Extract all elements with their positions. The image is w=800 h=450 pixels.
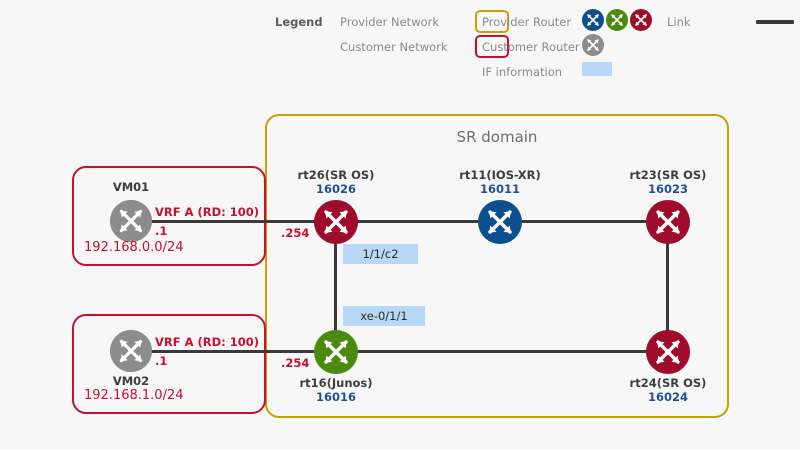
router-rt24[interactable]: rt24(SR OS) 16024 — [630, 330, 706, 404]
router-icon-green — [606, 9, 628, 31]
legend-title: Legend — [275, 15, 323, 29]
rt26-sid: 16026 — [315, 182, 357, 196]
subnet-vm02: 192.168.1.0/24 — [84, 388, 184, 403]
router-rt26[interactable]: rt26(SR OS) 16026 — [298, 168, 374, 244]
vm02-label: VM02 — [112, 374, 150, 388]
rt16-label: rt16(Junos) — [299, 376, 373, 390]
rt26-icon — [314, 200, 358, 244]
customer-router-vm01[interactable]: VM01 — [110, 180, 152, 242]
link-rt16-rt24 — [334, 350, 670, 353]
link-vm01-rt26 — [152, 220, 334, 223]
legend-label-provider-network: Provider Network — [340, 15, 440, 29]
vm01-label: VM01 — [112, 180, 150, 194]
link-rt11-rt23 — [498, 220, 670, 223]
gateway-ip-rt26: .254 — [281, 226, 310, 240]
legend: Legend Provider Network Customer Network… — [275, 6, 795, 86]
rt16-icon — [314, 330, 358, 374]
link-rt23-rt24 — [666, 218, 669, 352]
rt11-label: rt11(IOS-XR) — [459, 168, 541, 182]
link-line-swatch — [756, 20, 794, 24]
router-icon-blue — [582, 9, 604, 31]
legend-label-link: Link — [667, 15, 691, 29]
rt24-icon — [646, 330, 690, 374]
provider-network-swatch — [475, 10, 509, 33]
sr-domain-box: SR domain — [265, 114, 729, 418]
customer-router-icon — [582, 34, 604, 56]
legend-label-customer-network: Customer Network — [340, 40, 448, 54]
link-rt26-rt16 — [334, 218, 337, 352]
customer-router-vm02[interactable]: VM02 — [110, 330, 152, 388]
sr-domain-title: SR domain — [456, 128, 538, 146]
legend-label-customer-router: Customer Router — [482, 40, 580, 54]
router-rt16[interactable]: rt16(Junos) 16016 — [299, 330, 373, 404]
router-rt23[interactable]: rt23(SR OS) 16023 — [630, 168, 706, 244]
gateway-ip-rt16: .254 — [281, 356, 310, 370]
vrf-label-vm02: VRF A (RD: 100) — [155, 335, 260, 349]
if-badge-rt16: xe-0/1/1 — [343, 306, 425, 326]
link-rt26-rt11 — [330, 220, 500, 223]
vm01-icon — [110, 200, 152, 242]
router-rt11[interactable]: rt11(IOS-XR) 16011 — [459, 168, 541, 244]
rt24-sid: 16024 — [647, 390, 689, 404]
rt23-label: rt23(SR OS) — [629, 168, 707, 182]
legend-label-if-information: IF information — [482, 65, 563, 79]
rt23-sid: 16023 — [647, 182, 689, 196]
rt26-label: rt26(SR OS) — [297, 168, 375, 182]
rt24-label: rt24(SR OS) — [629, 376, 707, 390]
link-vm02-rt16 — [152, 350, 334, 353]
rt23-icon — [646, 200, 690, 244]
rt16-sid: 16016 — [315, 390, 357, 404]
host-ip-vm01: .1 — [155, 224, 168, 238]
customer-network-swatch — [475, 35, 509, 58]
host-ip-vm02: .1 — [155, 354, 168, 368]
subnet-vm01: 192.168.0.0/24 — [84, 240, 184, 255]
router-icon-red — [630, 9, 652, 31]
rt11-sid: 16011 — [479, 182, 521, 196]
customer-network-box-vm02 — [72, 314, 266, 414]
if-information-swatch — [582, 62, 612, 76]
if-badge-rt26: 1/1/c2 — [343, 244, 418, 264]
vrf-label-vm01: VRF A (RD: 100) — [155, 205, 260, 219]
rt11-icon — [478, 200, 522, 244]
vm02-icon — [110, 330, 152, 372]
legend-label-provider-router: Provider Router — [482, 15, 572, 29]
customer-network-box-vm01 — [72, 166, 266, 266]
